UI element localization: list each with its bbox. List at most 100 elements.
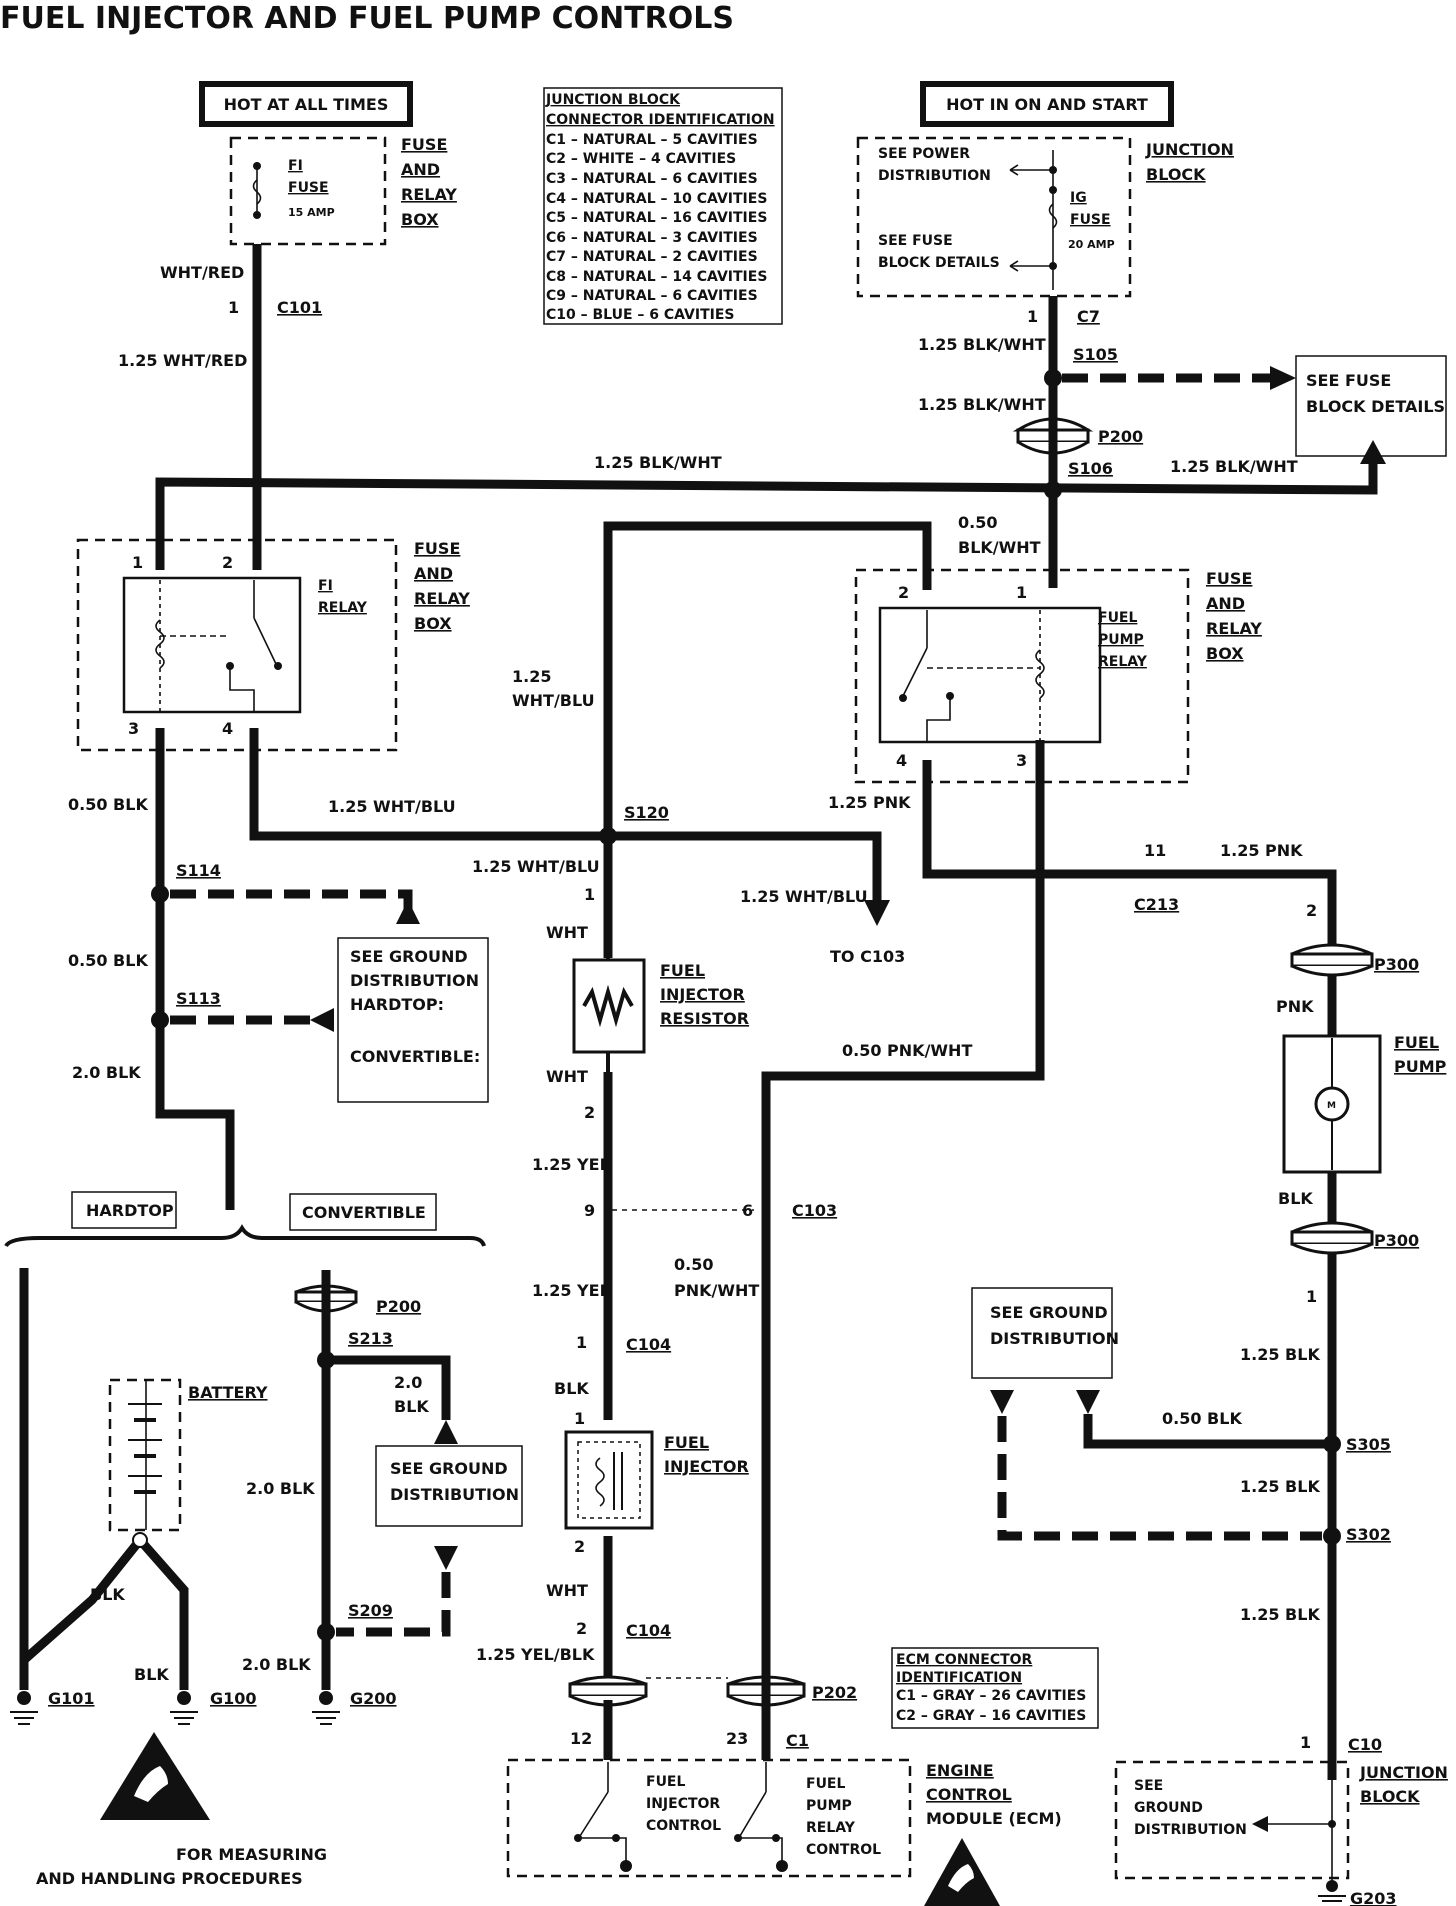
diagram-label: BOX	[401, 210, 439, 229]
diagram-label: G200	[350, 1689, 397, 1708]
ground-g101	[10, 1691, 38, 1725]
diagram-label: JUNCTION BLOCK	[545, 92, 681, 108]
jb-row: C1 – NATURAL – 5 CAVITIES	[546, 132, 758, 148]
diagram-label: CONVERTIBLE:	[350, 1047, 480, 1066]
diagram-label: 2	[574, 1537, 585, 1556]
to-c103-label: TO C103	[830, 947, 905, 966]
diagram-label: RELAY	[401, 185, 457, 204]
diagram-label: 1	[1027, 307, 1038, 326]
diagram-label: WHT	[546, 1067, 588, 1086]
diagram-label: C104	[626, 1335, 671, 1354]
diagram-label: CONNECTOR IDENTIFICATION	[546, 112, 775, 128]
convertible-box	[289, 1193, 437, 1231]
diagram-label: G203	[1350, 1889, 1397, 1906]
diagram-label: FUSE	[1070, 212, 1111, 228]
diagram-label: C2 – GRAY – 16 CAVITIES	[896, 1708, 1086, 1724]
p300-connector-a	[1290, 943, 1374, 977]
wire-050-blk	[155, 728, 235, 1210]
diagram-label: SEE GROUND	[350, 947, 468, 966]
diagram-label: BLOCK	[1146, 165, 1206, 184]
diagram-label: C1	[786, 1731, 809, 1750]
fuel-pump: M	[1282, 1034, 1382, 1174]
diagram-label: 1.25 PNK	[1220, 841, 1303, 860]
fuel-injector-resistor	[572, 940, 646, 1074]
hardtop-box	[71, 1191, 177, 1229]
diagram-label: 1.25 WHT/BLU	[740, 887, 868, 906]
diagram-label: FOR MEASURING	[176, 1845, 327, 1864]
diagram-label: INJECTOR	[664, 1457, 749, 1476]
diagram-label: 1.25 BLK	[1240, 1477, 1320, 1496]
diagram-label: BLOCK	[1360, 1787, 1420, 1806]
diagram-label: 3	[128, 719, 139, 738]
diagram-label: FUEL	[1394, 1033, 1439, 1052]
diagram-label: 1.25	[512, 667, 551, 686]
diagram-label: RESISTOR	[660, 1009, 749, 1028]
diagram-label: JUNCTION	[1145, 140, 1234, 159]
diagram-label: 1.25 BLK/WHT	[918, 395, 1046, 414]
diagram-label: WHT	[546, 1581, 588, 1600]
diagram-label: BLK	[90, 1585, 125, 1604]
wire-wht-blu-125	[249, 728, 882, 900]
diagram-label: 0.50 PNK/WHT	[842, 1041, 972, 1060]
diagram-label: C103	[792, 1201, 837, 1220]
diagram-label: 2.0	[394, 1373, 422, 1392]
diagram-label: 1.25 BLK/WHT	[918, 335, 1046, 354]
see-ground-box-2	[971, 1287, 1113, 1379]
diagram-label: BLK	[394, 1397, 429, 1416]
diagram-label: 1.25 YEL	[532, 1155, 610, 1174]
diagram-label: INJECTOR	[646, 1796, 720, 1812]
diagram-label: 2.0 BLK	[72, 1063, 141, 1082]
diagram-label: CONTROL	[646, 1818, 721, 1834]
diagram-label: P200	[1098, 427, 1143, 446]
diagram-label: IDENTIFICATION	[896, 1670, 1022, 1686]
esd-warning-icon	[100, 1732, 210, 1820]
diagram-label: WHT	[546, 923, 588, 942]
diagram-label: GROUND	[1134, 1800, 1203, 1816]
diagram-label: C101	[277, 298, 322, 317]
diagram-label: 12	[570, 1729, 592, 1748]
junction-block-label-top: JUNCTION BLOCK	[1145, 140, 1234, 184]
diagram-label: FUEL	[806, 1776, 845, 1792]
diagram-label: 0.50	[958, 513, 997, 532]
diagram-label: DISTRIBUTION	[350, 971, 479, 990]
ground-g100	[170, 1691, 198, 1725]
diagram-label: AND	[414, 564, 453, 583]
ig-fuse-junction: SEE POWER DISTRIBUTION SEE FUSE BLOCK DE…	[856, 136, 1132, 298]
diagram-label: 2	[576, 1619, 587, 1638]
diagram-label: SEE FUSE	[878, 233, 953, 249]
ecm-module: FUEL INJECTOR CONTROL FUEL PUMP RELAY CO…	[506, 1758, 912, 1878]
diagram-label: S209	[348, 1601, 393, 1620]
diagram-label: HOT IN ON AND START	[946, 95, 1148, 114]
diagram-label: 11	[1144, 841, 1166, 860]
diagram-label: 1.25 YEL	[532, 1281, 610, 1300]
wire-blk-wht-bus	[155, 460, 1378, 570]
diagram-label: PNK	[1276, 997, 1314, 1016]
diagram-label: 1.25 BLK/WHT	[1170, 457, 1298, 476]
diagram-label: HARDTOP:	[350, 995, 444, 1014]
diagram-label: 1	[1016, 583, 1027, 602]
diagram-label: 2	[1306, 901, 1317, 920]
diagram-label: 4	[896, 751, 907, 770]
diagram-label: WHT/BLU	[512, 691, 595, 710]
jb-row: C10 – BLUE – 6 CAVITIES	[546, 307, 735, 323]
diagram-label: AND	[401, 160, 440, 179]
ground-g203	[1318, 1880, 1346, 1902]
battery: BATTERY	[108, 1378, 268, 1548]
jb-row: C2 – WHITE – 4 CAVITIES	[546, 151, 736, 167]
diagram-label: DISTRIBUTION	[390, 1485, 519, 1504]
diagram-label: DISTRIBUTION	[878, 168, 991, 184]
diagram-label: ECM CONNECTOR	[896, 1652, 1033, 1668]
fuse-relay-box-label-2: FUSE AND RELAY BOX	[414, 539, 470, 633]
diagram-label: 1	[574, 1409, 585, 1428]
p200-top-connector	[1012, 417, 1094, 455]
diagram-label: FUEL	[660, 961, 705, 980]
jb-row: C9 – NATURAL – 6 CAVITIES	[546, 288, 758, 304]
page-title: FUEL INJECTOR AND FUEL PUMP CONTROLS	[0, 1, 734, 36]
diagram-label: 0.50 BLK	[68, 795, 148, 814]
diagram-label: DISTRIBUTION	[990, 1329, 1119, 1348]
jb-row: C4 – NATURAL – 10 CAVITIES	[546, 191, 767, 207]
diagram-label: FUSE	[401, 135, 447, 154]
hot-in-on-start-header: HOT IN ON AND START	[920, 81, 1174, 127]
diagram-label: BLK	[134, 1665, 169, 1684]
